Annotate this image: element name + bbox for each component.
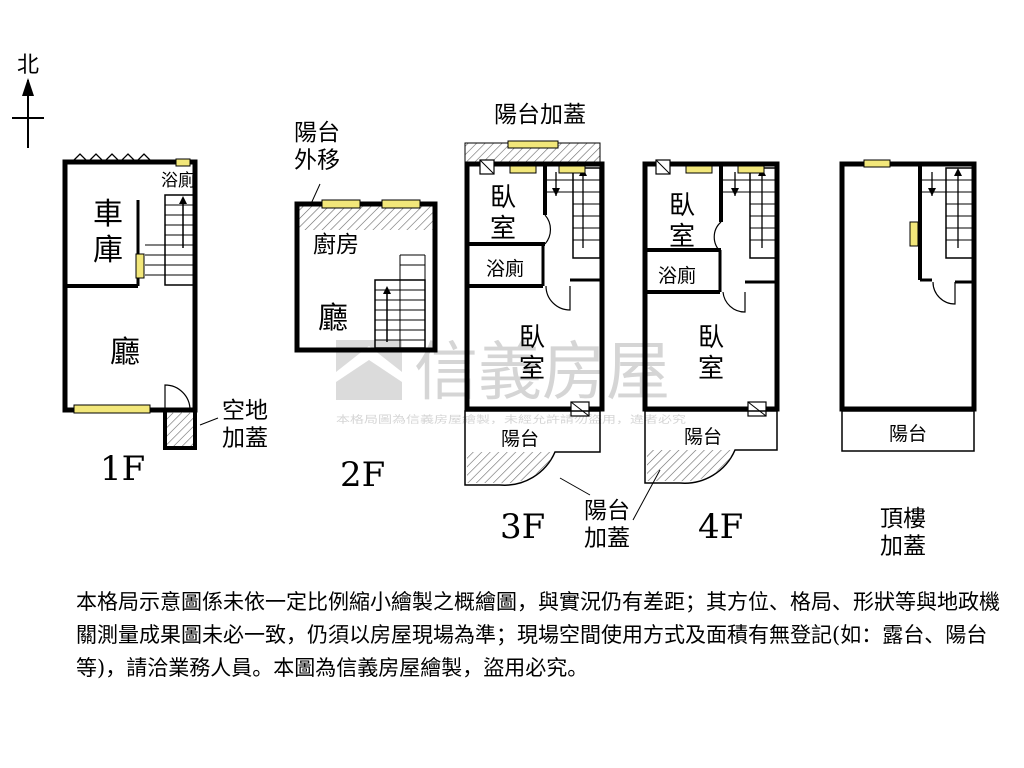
floor-2f-label: 2F (340, 455, 385, 495)
room-4f-bedroom2: 臥室 (698, 323, 724, 384)
room-4f-bath: 浴廁 (658, 264, 696, 287)
room-3f-balcony: 陽台 (501, 428, 539, 450)
floor-roof-label: 頂樓加蓋 (880, 506, 926, 560)
room-2f-hall: 廳 (318, 301, 348, 336)
watermark-notice: 本格局圖為信義房屋繪製，未經允許請勿盜用，違者必究 (336, 413, 686, 426)
room-4f-balcony: 陽台 (684, 426, 722, 448)
floor-2f: 陽台外移 廚房 廳 2F (294, 120, 438, 495)
floor-4f-label: 4F (698, 507, 743, 547)
north-arrow-icon (22, 78, 34, 96)
room-3f-bedroom2: 臥室 (519, 323, 545, 384)
room-2f-kitchen: 廚房 (313, 232, 359, 258)
room-1f-garage: 車庫 (93, 197, 123, 268)
room-3f-bath: 浴廁 (486, 257, 524, 280)
compass-north-label: 北 (17, 53, 39, 78)
note-1f-open-space: 空地加蓋 (222, 398, 268, 452)
room-1f-hall: 廳 (110, 335, 140, 370)
note-2f-balcony: 陽台外移 (294, 120, 340, 174)
watermark: 信義房屋 本格局圖為信義房屋繪製，未經允許請勿盜用，違者必究 (336, 336, 686, 426)
note-3f-balcony-top: 陽台加蓋 (494, 102, 586, 128)
room-3f-bedroom1: 臥室 (490, 183, 516, 244)
floor-1f-label: 1F (100, 449, 145, 489)
floor-4f: 臥室 浴廁 臥室 陽台 4F (632, 159, 780, 547)
floor-3f-label: 3F (500, 507, 545, 547)
floor-1f: 車庫 浴廁 廳 空地加蓋 1F (62, 153, 268, 489)
compass: 北 (12, 53, 44, 148)
floor-plan-diagram: 北 信義房屋 本格局圖為信義房屋繪製，未經允許請勿盜用，違者必究 (12, 53, 977, 560)
floor-3f: 陽台加蓋 臥室 浴廁 臥室 陽台 3F (464, 102, 605, 547)
room-4f-bedroom1: 臥室 (669, 191, 695, 252)
watermark-brand: 信義房屋 (414, 336, 670, 410)
disclaimer-text: 本格局示意圖係未依一定比例縮小繪製之概繪圖，與實況仍有差距；其方位、格局、形狀等… (76, 590, 1000, 680)
note-balcony-cover: 陽台加蓋 (584, 498, 630, 552)
room-roof-balcony: 陽台 (889, 423, 927, 445)
room-1f-bath: 浴廁 (161, 170, 195, 191)
floor-roof: 陽台 頂樓加蓋 (839, 159, 977, 560)
